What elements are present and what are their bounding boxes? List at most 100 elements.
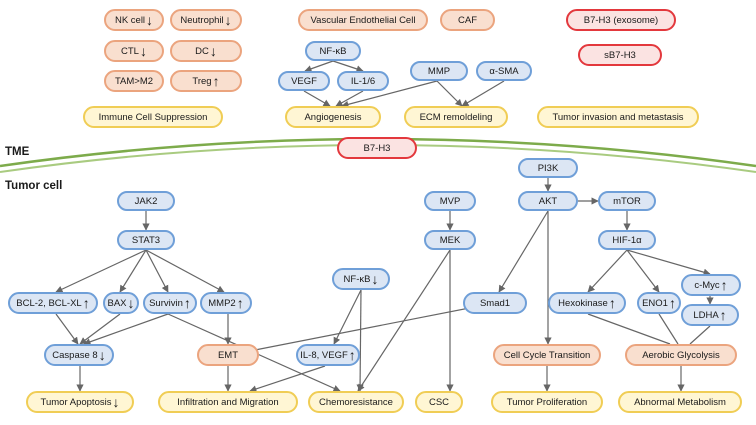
connector-line: [254, 302, 496, 351]
node-glycolysis-label: Aerobic Glycolysis: [642, 349, 720, 361]
node-sb7h3-label: sB7-H3: [604, 49, 636, 61]
node-il8-label: IL-8, VEGF: [300, 349, 348, 361]
node-smad1-label: Smad1: [479, 297, 511, 309]
node-apoptosis-label: Tumor Apoptosis: [40, 396, 112, 408]
node-b7h3-membrane-label: B7-H3: [363, 142, 391, 154]
down-arrow-icon: ↓: [146, 12, 154, 28]
node-angiogenesis-label: Angiogenesis: [304, 111, 362, 123]
node-asma-label: α-SMA: [489, 65, 519, 77]
node-tam: TAM>M2: [104, 70, 164, 92]
up-arrow-icon: ↑: [608, 295, 616, 311]
connector-line: [119, 249, 147, 293]
up-arrow-icon: ↑: [668, 295, 676, 311]
node-exosome-label: B7-H3 (exosome): [583, 14, 659, 26]
node-mvp: MVP: [424, 191, 476, 211]
node-proliferation-label: Tumor Proliferation: [506, 396, 588, 408]
down-arrow-icon: ↓: [224, 12, 232, 28]
node-cmyc-label: c-Myc: [694, 279, 720, 291]
node-mmp2: MMP2↑: [200, 292, 252, 314]
node-bcl2-label: BCL-2, BCL-XL: [16, 297, 82, 309]
up-arrow-icon: ↑: [212, 73, 220, 89]
node-chemoresistance: Chemoresistance: [308, 391, 404, 413]
node-jak2-label: JAK2: [134, 195, 158, 207]
node-nfkb-tme-label: NF-κB: [319, 45, 347, 57]
node-nk-cell: NK cell↓: [104, 9, 164, 31]
node-b7h3-membrane: B7-H3: [337, 137, 417, 159]
node-bax: BAX↓: [103, 292, 139, 314]
node-asma: α-SMA: [476, 61, 532, 81]
node-nfkb-tumor: NF-κB↓: [332, 268, 390, 290]
down-arrow-icon: ↓: [112, 394, 120, 410]
node-caspase8: Caspase 8↓: [44, 344, 114, 366]
connector-line: [304, 60, 334, 73]
node-infiltration: Infiltration and Migration: [158, 391, 298, 413]
node-immune-suppression: Immune Cell Suppression: [83, 106, 223, 128]
up-arrow-icon: ↑: [348, 347, 356, 363]
connector-line: [332, 60, 364, 73]
connector-line: [587, 249, 628, 293]
node-ctl: CTL↓: [104, 40, 164, 62]
connector-line: [356, 289, 364, 392]
node-bax-label: BAX: [107, 297, 127, 309]
node-metabolism-label: Abnormal Metabolism: [634, 396, 726, 408]
node-akt-label: AKT: [538, 195, 558, 207]
connector-line: [436, 80, 463, 107]
node-tam-label: TAM>M2: [114, 75, 154, 87]
down-arrow-icon: ↓: [209, 43, 217, 59]
node-il8: IL-8, VEGF↑: [296, 344, 360, 366]
connector-line: [658, 313, 679, 345]
down-arrow-icon: ↓: [139, 43, 147, 59]
connector-line: [626, 249, 711, 276]
node-dc-label: DC: [195, 45, 209, 57]
up-arrow-icon: ↑: [82, 295, 90, 311]
down-arrow-icon: ↓: [127, 295, 135, 311]
node-caspase8-label: Caspase 8: [52, 349, 98, 361]
node-ctl-label: CTL: [121, 45, 139, 57]
connector-line: [303, 90, 331, 107]
node-survivin-label: Survivin: [149, 297, 183, 309]
node-vascular-label: Vascular Endothelial Cell: [310, 14, 416, 26]
node-mvp-label: MVP: [439, 195, 461, 207]
node-infiltration-label: Infiltration and Migration: [177, 396, 279, 408]
node-neutrophil: Neutrophil↓: [170, 9, 242, 31]
node-bcl2: BCL-2, BCL-XL↑: [8, 292, 98, 314]
node-vascular: Vascular Endothelial Cell: [298, 9, 428, 31]
node-hexokinase-label: Hexokinase: [558, 297, 608, 309]
node-hif: HIF-1α: [598, 230, 656, 250]
node-vegf-label: VEGF: [291, 75, 317, 87]
node-jak2: JAK2: [117, 191, 175, 211]
connector-line: [145, 249, 225, 293]
node-cell-cycle-label: Cell Cycle Transition: [503, 349, 591, 361]
node-ldha: LDHA↑: [681, 304, 739, 326]
connector-line: [498, 210, 549, 293]
node-treg-label: Treg: [192, 75, 212, 87]
tumor-cell-label: Tumor cell: [5, 180, 63, 192]
node-nfkb-tumor-label: NF-κB: [343, 273, 371, 285]
node-akt: AKT: [518, 191, 578, 211]
node-mtor: mTOR: [598, 191, 656, 211]
node-cmyc: c-Myc↑: [681, 274, 741, 296]
node-metabolism: Abnormal Metabolism: [618, 391, 742, 413]
node-emt-label: EMT: [217, 349, 239, 361]
node-pi3k-label: PI3K: [537, 162, 559, 174]
node-apoptosis: Tumor Apoptosis↓: [26, 391, 134, 413]
node-nfkb-tme: NF-κB: [305, 41, 361, 61]
node-smad1: Smad1: [463, 292, 527, 314]
connector-line: [587, 313, 671, 345]
down-arrow-icon: ↓: [98, 347, 106, 363]
up-arrow-icon: ↑: [720, 277, 728, 293]
connector-line: [145, 249, 169, 293]
node-mmp-label: MMP: [427, 65, 451, 77]
node-cell-cycle: Cell Cycle Transition: [493, 344, 601, 366]
up-arrow-icon: ↑: [183, 295, 191, 311]
node-eno1-label: ENO1: [642, 297, 668, 309]
connector-line: [357, 249, 451, 392]
node-stat3-label: STAT3: [131, 234, 161, 246]
connector-line: [335, 90, 364, 107]
node-caf: CAF: [440, 9, 495, 31]
node-hif-label: HIF-1α: [612, 234, 642, 246]
node-mmp2-label: MMP2: [208, 297, 236, 309]
node-neutrophil-label: Neutrophil: [180, 14, 224, 26]
node-caf-label: CAF: [458, 14, 477, 26]
